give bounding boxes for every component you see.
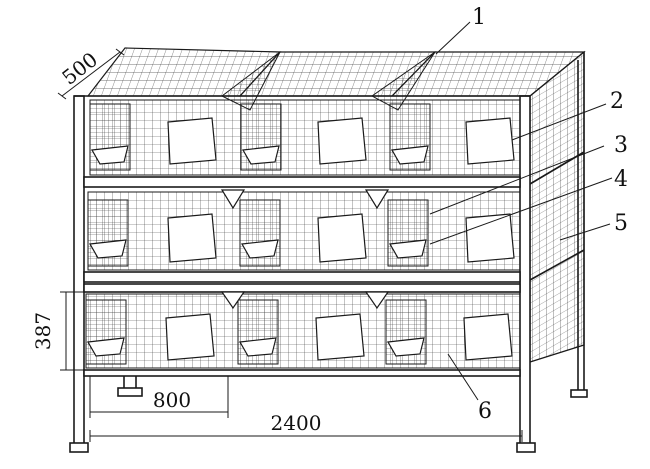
hutch — [85, 299, 427, 365]
callout-3: 3 — [614, 133, 628, 158]
feeder-box — [167, 117, 515, 165]
v-divider — [220, 189, 390, 210]
tier-2 — [87, 189, 521, 271]
dimension-total-width: 2400 — [271, 411, 322, 435]
water-trough — [87, 337, 425, 357]
frame — [69, 52, 588, 453]
dimension-lines — [57, 48, 523, 442]
callout-5: 5 — [614, 211, 628, 236]
leader-lines — [429, 21, 613, 401]
callout-6: 6 — [478, 399, 492, 424]
callout-4: 4 — [614, 167, 628, 192]
tier-3 — [85, 291, 521, 369]
water-trough — [89, 239, 427, 259]
side-panel — [529, 50, 585, 363]
callout-2: 2 — [610, 89, 624, 114]
dimension-depth: 500 — [57, 47, 102, 89]
v-divider — [220, 291, 390, 310]
water-trough — [91, 145, 429, 165]
feeder-box — [165, 313, 513, 361]
dimension-tier-height: 387 — [31, 312, 55, 350]
tier-1 — [89, 99, 521, 176]
dimension-compartment-width: 800 — [153, 388, 191, 412]
feeder-box — [167, 213, 515, 263]
callout-1: 1 — [472, 5, 486, 30]
